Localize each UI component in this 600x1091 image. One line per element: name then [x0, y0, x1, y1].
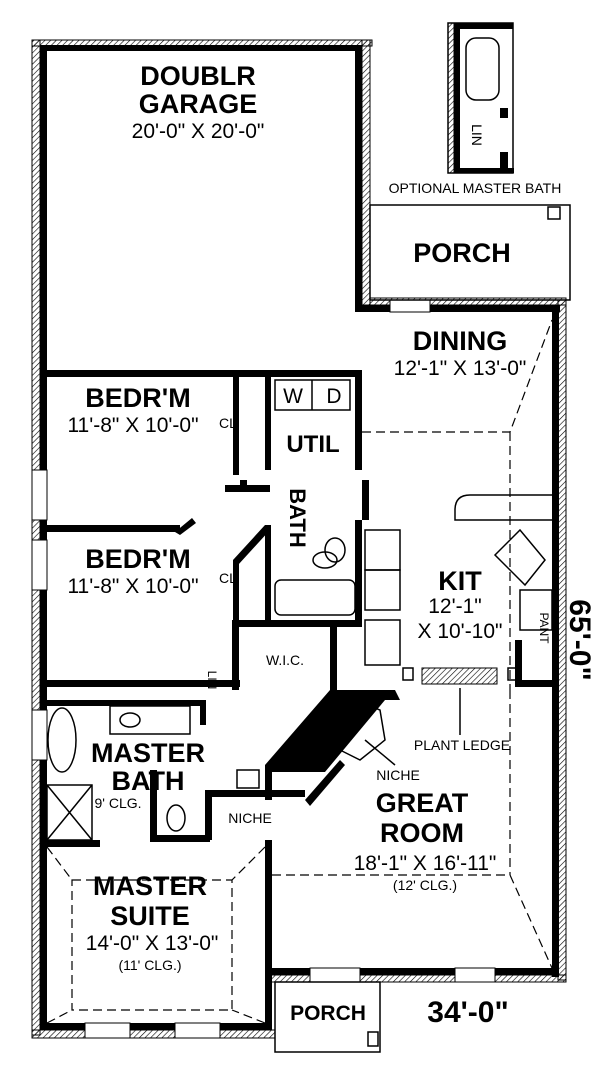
master-suite-ceiling: (11' CLG.) — [118, 957, 181, 973]
dining-size: 12'-1" X 13'-0" — [394, 357, 527, 380]
plant-ledge-label: PLANT LEDGE — [414, 737, 510, 753]
util-name: UTIL — [286, 431, 339, 458]
garage-name-line2: GARAGE — [139, 89, 258, 119]
bedroom1-closet-label: CL — [219, 415, 237, 431]
width-dimension: 34'-0" — [427, 996, 508, 1029]
great-room-niche-label: NICHE — [376, 767, 420, 783]
fixtures — [46, 204, 571, 1053]
exterior-walls — [31, 39, 567, 1039]
niche-arrow — [364, 739, 396, 766]
dryer-label: D — [326, 385, 341, 408]
master-suite-name-line1: MASTER — [93, 871, 207, 901]
master-bath-lin-label: LIN — [205, 671, 219, 690]
hall-niche-label: NICHE — [228, 810, 272, 826]
master-suite-name-line2: SUITE — [110, 901, 190, 931]
garage-size: 20'-0" X 20'-0" — [132, 120, 265, 143]
kitchen-size-line1: 12'-1" — [428, 595, 482, 618]
great-room-size: 18'-1" X 16'-11" — [354, 852, 497, 875]
master-bath-name-line2: BATH — [112, 766, 185, 796]
master-suite-size: 14'-0" X 13'-0" — [86, 932, 219, 955]
pantry-label: PANT — [537, 612, 551, 644]
bedroom1-name: BEDR'M — [85, 383, 190, 413]
optional-master-bath-label: OPTIONAL MASTER BATH — [389, 180, 562, 196]
optional-bath-lin-label: LIN — [469, 124, 485, 146]
ceiling-lines — [46, 319, 553, 1024]
bedroom1-size: 11'-8" X 10'-0" — [67, 414, 198, 437]
master-bath-ceiling: 9' CLG. — [94, 795, 141, 811]
depth-dimension: 65'-0" — [563, 599, 596, 680]
great-room-ceiling: (12' CLG.) — [393, 877, 457, 893]
wic-label: W.I.C. — [266, 652, 304, 668]
great-room-name-line2: ROOM — [380, 818, 464, 848]
kitchen-size-line2: X 10'-10" — [417, 620, 502, 643]
master-bath-name-line1: MASTER — [91, 738, 205, 768]
garage-name-line1: DOUBLR — [140, 61, 256, 91]
bedroom2-closet-label: CL — [219, 570, 237, 586]
washer-label: W — [283, 385, 303, 408]
bedroom2-size: 11'-8" X 10'-0" — [67, 575, 198, 598]
bath-name: BATH — [285, 488, 310, 547]
front-porch-label: PORCH — [290, 1002, 366, 1025]
rear-porch-label: PORCH — [413, 238, 511, 268]
bedroom2-name: BEDR'M — [85, 544, 190, 574]
interior-walls — [40, 370, 555, 847]
kitchen-name: KIT — [438, 566, 482, 596]
optional-master-bath: LIN — [447, 22, 514, 174]
great-room-name-line1: GREAT — [376, 788, 469, 818]
dining-name: DINING — [413, 326, 508, 356]
